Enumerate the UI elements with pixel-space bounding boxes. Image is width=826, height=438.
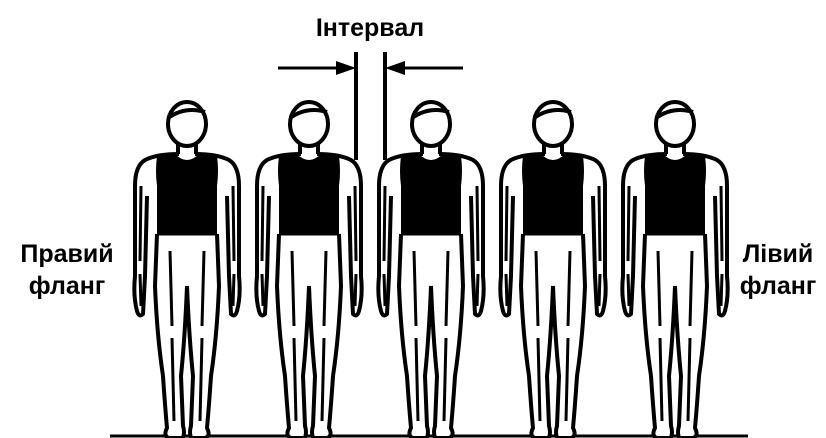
arrow-left-icon	[385, 61, 405, 75]
soldier-3	[376, 100, 486, 438]
soldier-4	[498, 100, 608, 438]
arrow-right-icon	[336, 61, 356, 75]
left-flank-line1: Лівий	[742, 240, 814, 268]
soldier-1	[132, 100, 242, 438]
left-flank-label: Лівий фланг	[730, 238, 826, 302]
soldier-2	[254, 100, 364, 438]
right-flank-line1: Правий	[20, 240, 114, 268]
interval-indicator	[278, 52, 463, 160]
right-flank-label: Правий фланг	[8, 238, 126, 302]
interval-label: Інтервал	[315, 14, 425, 42]
left-flank-line2: фланг	[739, 272, 817, 300]
right-flank-line2: фланг	[28, 272, 106, 300]
soldier-5	[620, 100, 730, 438]
